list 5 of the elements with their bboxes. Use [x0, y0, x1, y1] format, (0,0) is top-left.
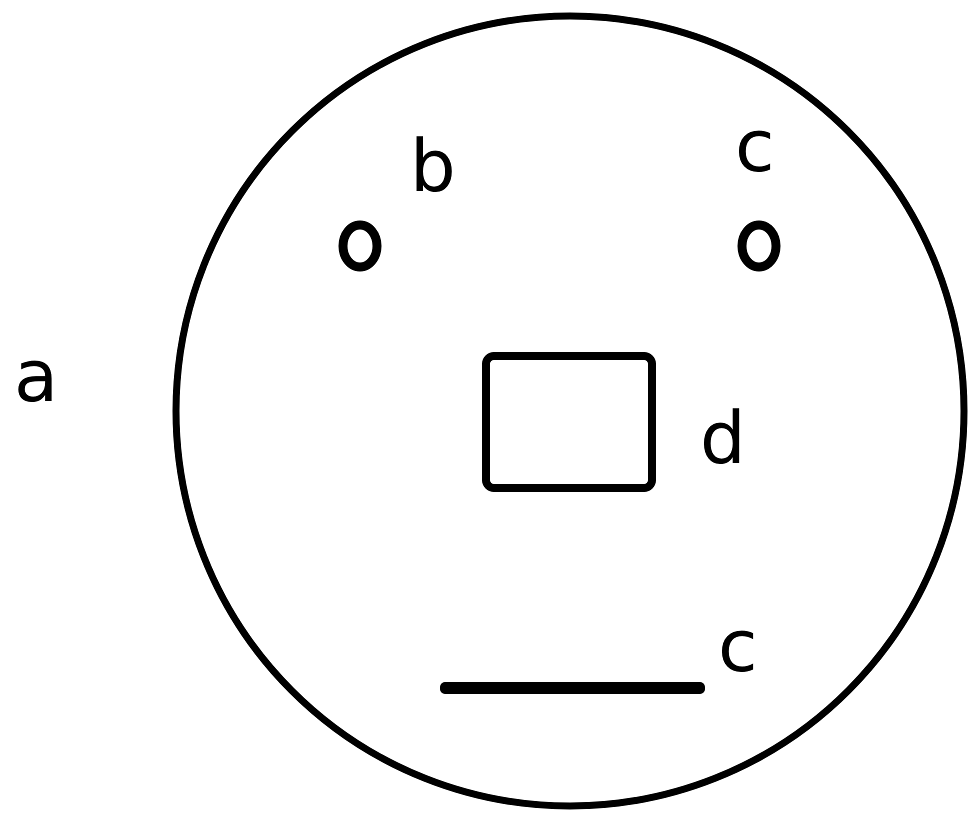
part-label: a: [14, 340, 58, 412]
part-label: c: [735, 110, 775, 182]
part-label: d: [700, 402, 746, 474]
part-label: c: [718, 610, 758, 682]
part-label: b: [410, 130, 456, 202]
